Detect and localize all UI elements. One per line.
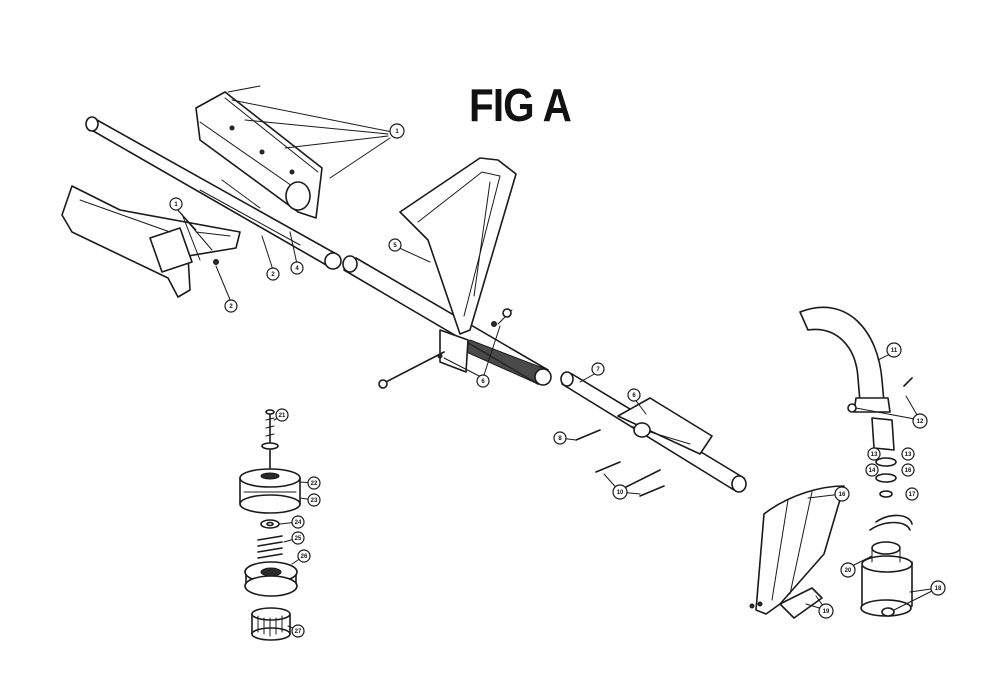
svg-text:16: 16 — [839, 492, 846, 498]
callout-23: 23 — [307, 493, 321, 507]
gear-head-stack — [869, 457, 913, 531]
callout-27: 27 — [291, 624, 305, 638]
svg-text:13: 13 — [871, 452, 878, 458]
trimmer-head-assembly — [239, 409, 301, 641]
svg-text:1: 1 — [174, 202, 178, 208]
callout-25: 25 — [291, 531, 305, 545]
svg-text:22: 22 — [311, 481, 318, 487]
callout-2-tube: 2 — [266, 267, 280, 281]
callout-24: 24 — [291, 515, 305, 529]
callout-16-upper: 16 — [901, 463, 915, 477]
svg-text:1: 1 — [395, 129, 399, 135]
svg-text:6: 6 — [632, 393, 636, 399]
grass-deflector-shield — [749, 485, 845, 619]
callout-4: 4 — [290, 261, 304, 275]
callout-2-left: 2 — [224, 299, 238, 313]
callout-6-bracket: 6 — [627, 388, 641, 402]
callout-10: 10 — [612, 484, 628, 500]
callout-13-left: 13 — [867, 447, 881, 461]
svg-text:17: 17 — [909, 492, 916, 498]
svg-text:2: 2 — [229, 304, 233, 310]
callout-20: 20 — [840, 562, 856, 578]
svg-text:10: 10 — [617, 490, 624, 496]
svg-text:4: 4 — [295, 266, 299, 272]
curved-lower-tube — [799, 306, 913, 451]
callout-18: 18 — [930, 580, 946, 596]
svg-text:16: 16 — [905, 468, 912, 474]
svg-text:12: 12 — [917, 419, 924, 425]
callout-21: 21 — [275, 408, 289, 422]
callout-5: 5 — [388, 238, 402, 252]
callout-16-shield: 16 — [834, 486, 850, 502]
callout-11: 11 — [886, 342, 902, 358]
callout-22: 22 — [307, 476, 321, 490]
svg-text:11: 11 — [891, 348, 898, 354]
svg-text:2: 2 — [271, 272, 275, 278]
svg-text:5: 5 — [393, 243, 397, 249]
upper-drive-tube — [85, 116, 342, 270]
svg-text:23: 23 — [311, 498, 318, 504]
figure-title: FIG A — [468, 79, 572, 131]
callout-19: 19 — [818, 603, 834, 619]
callout-14: 14 — [865, 463, 879, 477]
svg-text:18: 18 — [935, 586, 942, 592]
callout-26: 26 — [297, 549, 311, 563]
loop-handle — [378, 157, 517, 389]
svg-text:19: 19 — [823, 609, 830, 615]
callout-13-right: 13 — [901, 447, 915, 461]
svg-text:14: 14 — [869, 468, 876, 474]
svg-text:25: 25 — [295, 536, 302, 542]
callout-1-top: 1 — [389, 123, 405, 139]
svg-text:24: 24 — [295, 520, 302, 526]
svg-text:6: 6 — [481, 379, 485, 385]
svg-text:13: 13 — [905, 452, 912, 458]
callout-1-left: 1 — [169, 197, 183, 211]
callout-17: 17 — [905, 487, 919, 501]
callout-8: 8 — [553, 431, 567, 445]
svg-text:8: 8 — [558, 436, 562, 442]
upper-housing-cover — [195, 85, 393, 219]
svg-text:7: 7 — [596, 367, 600, 373]
callout-6-handle: 6 — [476, 374, 490, 388]
svg-text:26: 26 — [301, 554, 308, 560]
gear-case — [860, 541, 913, 617]
callout-12: 12 — [912, 413, 928, 429]
svg-text:27: 27 — [295, 629, 302, 635]
svg-text:21: 21 — [279, 413, 286, 419]
lower-shaft-tube — [560, 371, 747, 497]
svg-text:20: 20 — [845, 568, 852, 574]
callout-7: 7 — [591, 362, 605, 376]
lower-housing-half — [61, 185, 241, 298]
